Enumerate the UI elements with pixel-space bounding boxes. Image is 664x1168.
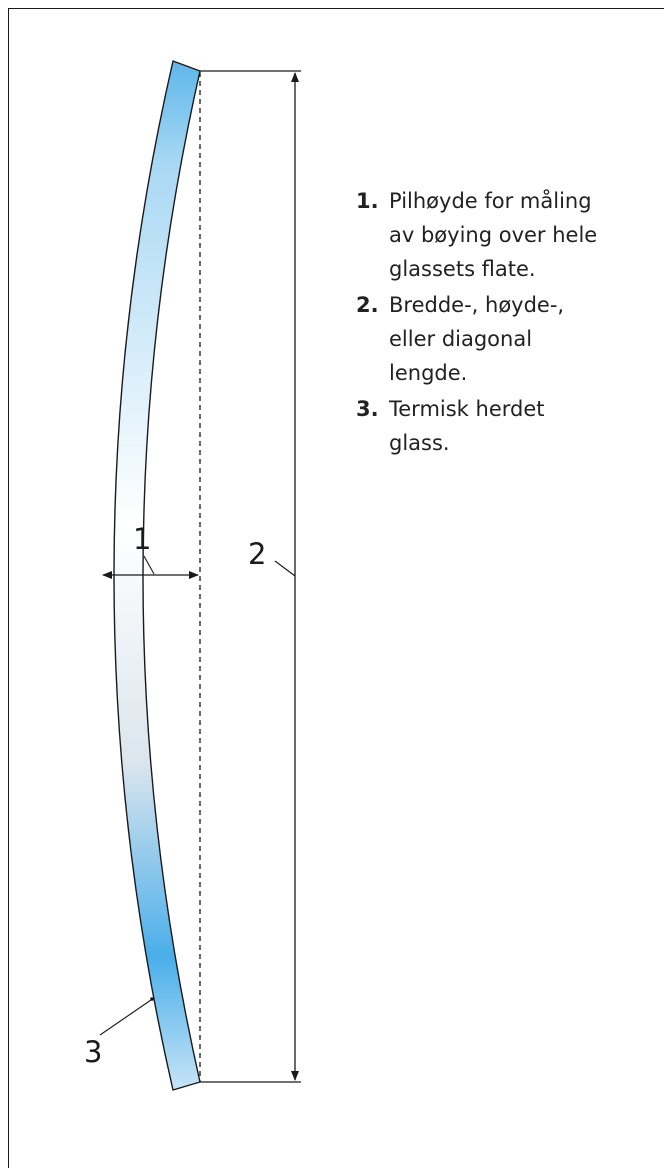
- legend-text: Pilhøyde for måling av bøying over hele …: [389, 189, 598, 281]
- leader-dot-3: [150, 997, 154, 1001]
- legend-item-3: 3. Termisk herdet glass.: [356, 392, 656, 460]
- legend-number: 1.: [356, 189, 379, 213]
- figure-frame: [8, 8, 664, 1168]
- legend-text: Termisk herdet glass.: [389, 397, 545, 455]
- legend-text: Bredde-, høyde-, eller diagonal lengde.: [389, 293, 565, 385]
- label-length: 2: [248, 537, 266, 571]
- legend-number: 2.: [356, 293, 379, 317]
- legend-item-2: 2. Bredde-, høyde-, eller diagonal lengd…: [356, 288, 656, 390]
- label-glass: 3: [84, 1035, 102, 1069]
- leader-line-1: [143, 555, 155, 575]
- legend-item-1: 1. Pilhøyde for måling av bøying over he…: [356, 184, 656, 286]
- leader-line-2: [274, 560, 296, 577]
- legend-number: 3.: [356, 397, 379, 421]
- label-bow-height: 1: [133, 522, 151, 556]
- leader-line-3: [99, 999, 152, 1036]
- legend-list: 1. Pilhøyde for måling av bøying over he…: [356, 184, 656, 462]
